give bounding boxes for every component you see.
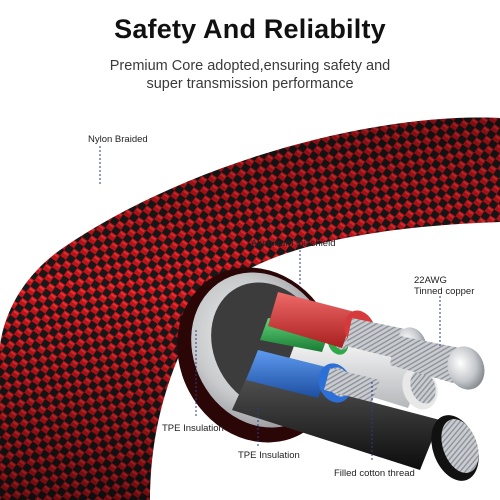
black-wire [232,370,479,481]
subtitle-line-1: Premium Core adopted,ensuring safety and [109,58,391,74]
leader-lines [99,146,441,462]
page-title: Safety And Reliabilty [114,14,386,44]
subtitle-line-2: super transmission performance [146,76,354,92]
label-nylon-braided: Nylon Braided [88,134,148,145]
label-tinned-copper: 22AWG Tinned copper [414,275,474,297]
label-tpe-insulation-2: TPE Insulation [238,450,300,461]
label-aluminum-foil-shield: Aluminum foil shield [251,238,336,249]
page-subtitle: Premium Core adopted,ensuring safety and… [0,57,500,93]
label-copper-gauge: 22AWG [414,275,447,286]
label-copper-material: Tinned copper [414,286,475,297]
label-filled-cotton-thread: Filled cotton thread [334,468,415,479]
braided-sheath [0,117,500,500]
label-tpe-insulation-1: TPE Insulation [162,423,224,434]
tinned-copper-strands [324,318,485,402]
